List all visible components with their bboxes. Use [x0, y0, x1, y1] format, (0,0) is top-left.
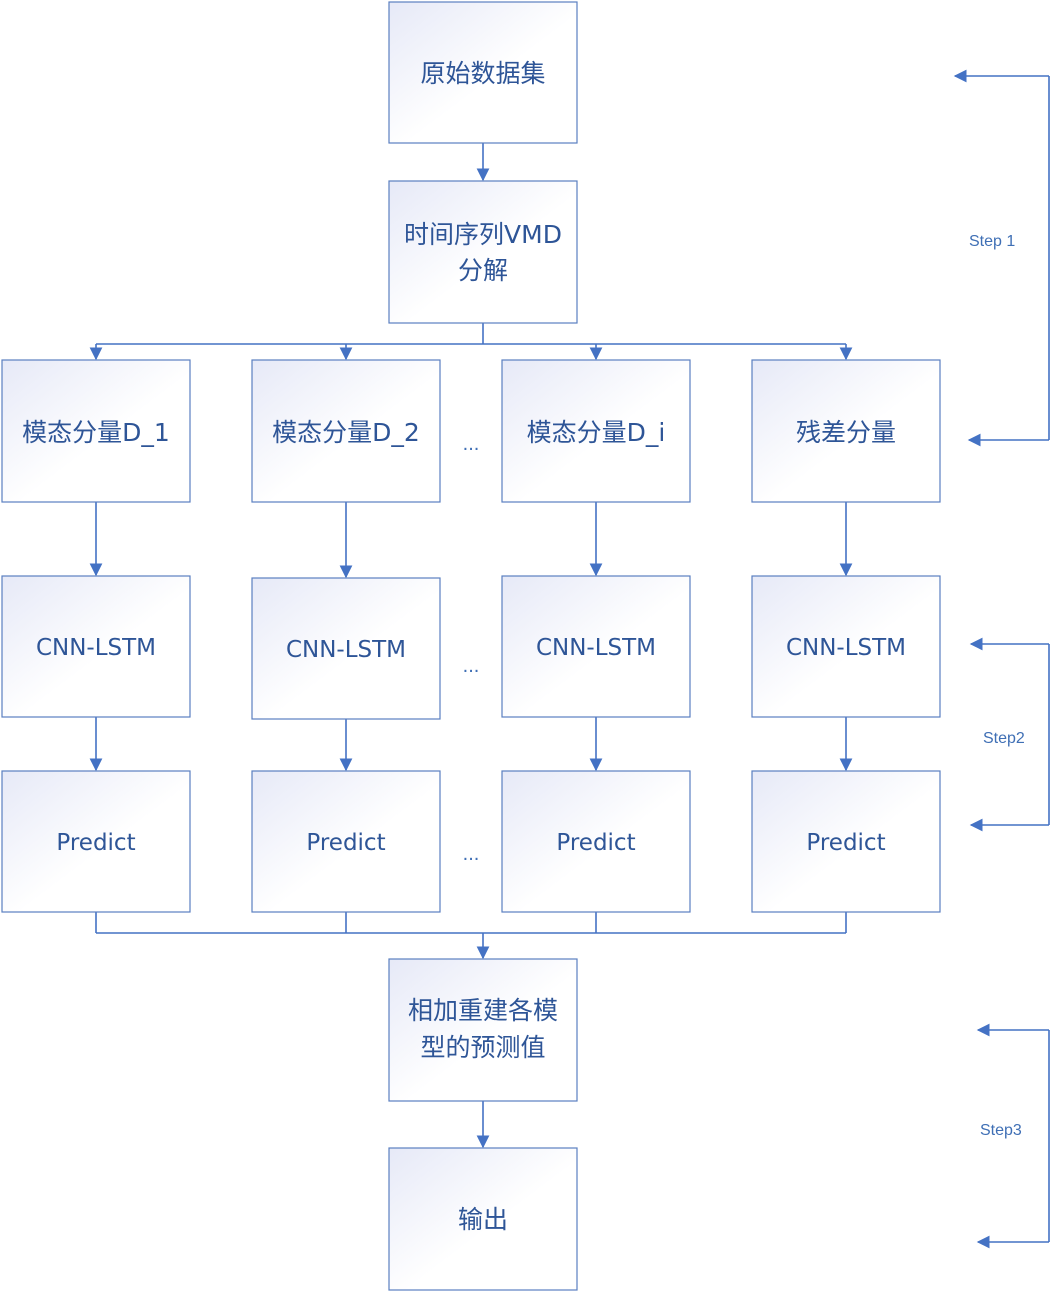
step1-label: Step 1	[969, 233, 1015, 250]
mode1-box	[1, 359, 191, 503]
cnn-lstm-label-residual: CNN-LSTM	[786, 635, 906, 661]
connectors	[89, 69, 1050, 1249]
vmd-box	[388, 180, 578, 324]
predict-box-1	[1, 770, 191, 913]
dataset-box	[388, 1, 578, 144]
predict-label-i: Predict	[556, 830, 635, 856]
mode2-label: 模态分量D_2	[272, 418, 420, 447]
residual-label: 残差分量	[796, 418, 896, 447]
vmd-label-line1: 时间序列VMD	[404, 220, 562, 249]
predict-box-2	[251, 770, 441, 913]
modei-box	[501, 359, 691, 503]
vmd-label-line2: 分解	[458, 256, 508, 285]
output-box	[388, 1147, 578, 1291]
cnn-lstm-box-residual	[751, 575, 941, 718]
cnn-lstm-label-2: CNN-LSTM	[286, 637, 406, 663]
output-label: 输出	[458, 1205, 508, 1234]
predict-box-residual	[751, 770, 941, 913]
modei-label: 模态分量D_i	[527, 418, 666, 447]
predict-box-i	[501, 770, 691, 913]
ellipsis-cnn: ...	[463, 655, 480, 677]
step2-label: Step2	[983, 730, 1025, 747]
predict-label-1: Predict	[56, 830, 135, 856]
cnn-lstm-box-1	[1, 575, 191, 718]
residual-box	[751, 359, 941, 503]
cnn-lstm-label-i: CNN-LSTM	[536, 635, 656, 661]
ellipsis-predict: ...	[463, 843, 480, 865]
dataset-label: 原始数据集	[420, 59, 545, 88]
ellipsis-modes: ...	[463, 433, 480, 455]
mode2-box	[251, 359, 441, 503]
reconstruct-box	[388, 958, 578, 1102]
mode1-label: 模态分量D_1	[22, 418, 170, 447]
cnn-lstm-box-i	[501, 575, 691, 718]
boxes	[1, 1, 941, 1291]
reconstruct-label-line2: 型的预测值	[420, 1033, 545, 1062]
cnn-lstm-label-1: CNN-LSTM	[36, 635, 156, 661]
step3-label: Step3	[980, 1122, 1022, 1139]
predict-label-residual: Predict	[806, 830, 885, 856]
predict-label-2: Predict	[306, 830, 385, 856]
cnn-lstm-box-2	[251, 577, 441, 720]
reconstruct-label-line1: 相加重建各模	[408, 996, 558, 1025]
